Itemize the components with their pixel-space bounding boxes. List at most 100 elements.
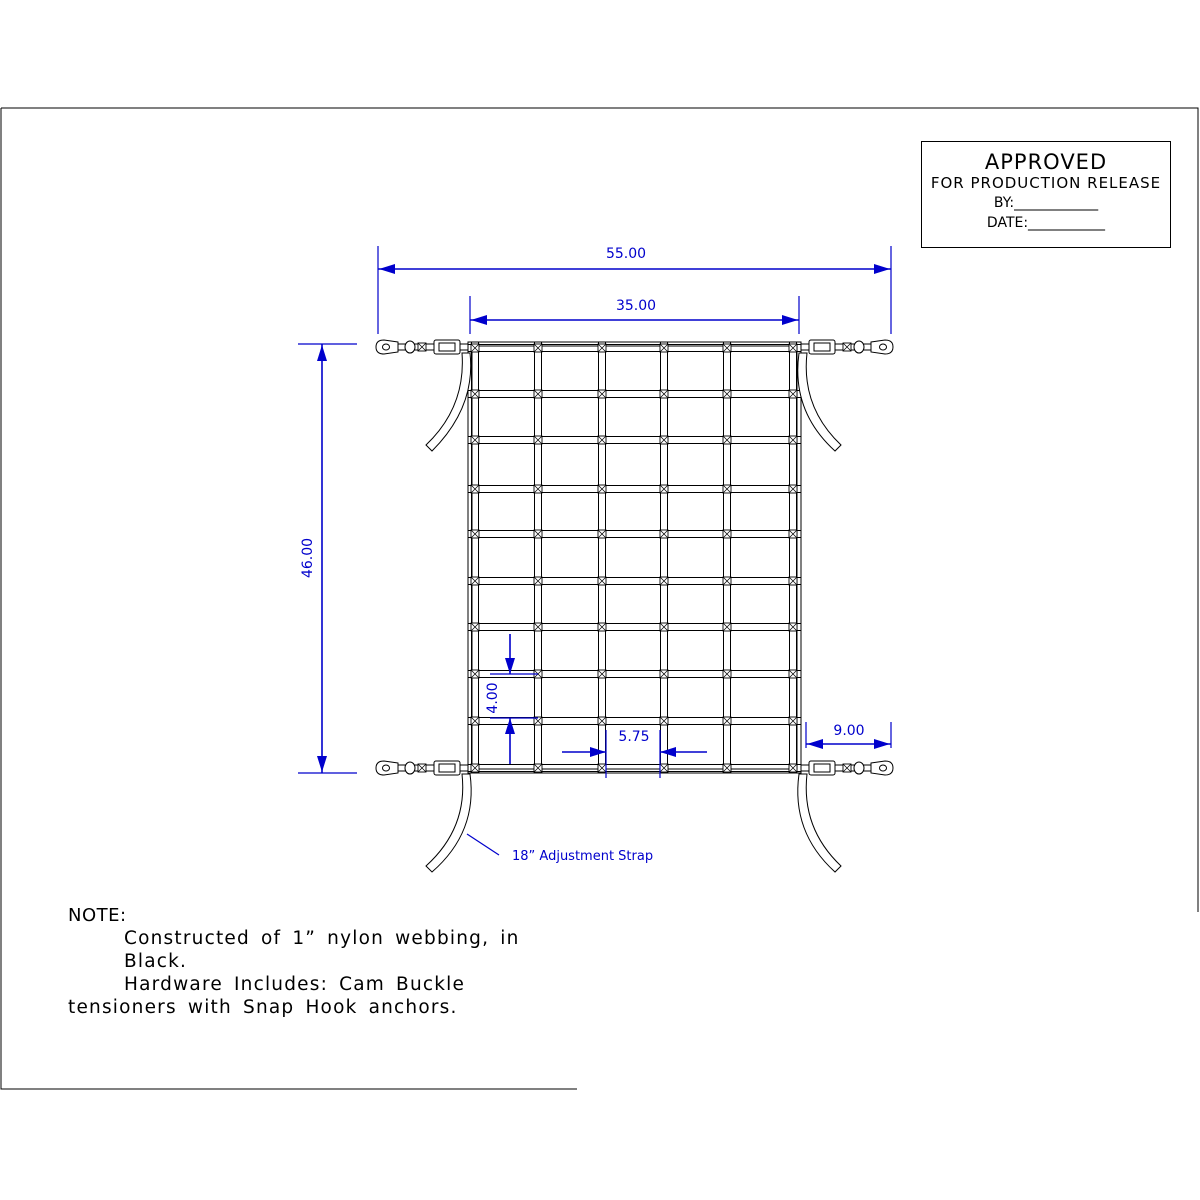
adjustment-strap (797, 352, 842, 452)
node-cross (533, 435, 543, 445)
bar-tack-node (533, 389, 543, 399)
node-cross (597, 669, 607, 679)
cam-buckle-lever (438, 763, 456, 773)
approval-date-line: DATE:___________ (986, 215, 1106, 231)
swivel-eye (853, 340, 865, 354)
node-cross (722, 343, 732, 353)
bar-tack-node (659, 529, 669, 539)
net-inner-border (471, 345, 798, 770)
bar-tack-node (788, 343, 798, 353)
node-cross (659, 484, 669, 494)
node-cross (470, 716, 480, 726)
bar-tack-node (659, 484, 669, 494)
dim-arrowhead (874, 739, 890, 749)
dim-arrowhead (505, 658, 515, 674)
node-cross (788, 669, 798, 679)
dim-arrowhead (807, 739, 823, 749)
bar-tack-node (533, 484, 543, 494)
dim-strap-offset: 9.00 (833, 723, 864, 739)
bar-tack-node (722, 435, 732, 445)
node-cross (533, 484, 543, 494)
hardware-group (375, 339, 894, 873)
dim-net-width: 35.00 (616, 298, 656, 314)
approval-title: APPROVED (984, 150, 1108, 174)
snap-hook-gate (879, 343, 887, 351)
strap-leader-line (466, 833, 500, 856)
node-cross (659, 763, 669, 773)
sheet-frame (0, 107, 1199, 1090)
bar-tack-node (470, 622, 480, 632)
bar-tack-node (788, 389, 798, 399)
dim-arrowhead (660, 747, 676, 757)
node-cross (533, 343, 543, 353)
dim-arrowhead (590, 747, 606, 757)
node-cross (533, 763, 543, 773)
net-outer-border (467, 341, 802, 774)
node-cross (533, 529, 543, 539)
bar-tack-node (788, 669, 798, 679)
node-cross (470, 389, 480, 399)
bar-tack-node (597, 669, 607, 679)
bar-tack-node (470, 435, 480, 445)
bar-tack-node (470, 576, 480, 586)
bar-tack-node (722, 716, 732, 726)
dim-arrowhead (471, 315, 487, 325)
node-cross (597, 622, 607, 632)
node-cross (722, 389, 732, 399)
bar-tack-node (597, 716, 607, 726)
swivel-eye (853, 761, 865, 775)
bar-tack-node (597, 435, 607, 445)
bar-tack-node (597, 529, 607, 539)
snap-hook-gate (382, 343, 390, 351)
node-cross (722, 576, 732, 586)
bar-tack-node (722, 484, 732, 494)
adjustment-strap (797, 773, 842, 873)
node-cross (470, 343, 480, 353)
node-cross (659, 435, 669, 445)
bar-tack-node (533, 343, 543, 353)
node-cross (470, 622, 480, 632)
node-cross (533, 389, 543, 399)
node-cross (597, 343, 607, 353)
node-cross (659, 529, 669, 539)
node-cross (788, 343, 798, 353)
cam-buckle-lever (438, 342, 456, 352)
anchor-tack-cross (417, 342, 427, 352)
node-cross (470, 484, 480, 494)
bar-tack-node (597, 484, 607, 494)
bar-tack-node (597, 576, 607, 586)
node-cross (722, 622, 732, 632)
bar-tack-node (788, 763, 798, 773)
swivel-eye (404, 340, 416, 354)
notes-line-4: tensioners with Snap Hook anchors. (68, 997, 458, 1018)
bar-tack-node (659, 763, 669, 773)
bar-tack-node (722, 576, 732, 586)
bar-tack-node (597, 343, 607, 353)
notes-line-2: Black. (124, 951, 188, 972)
dim-arrowhead (874, 264, 890, 274)
node-cross (597, 435, 607, 445)
bar-tack-node (659, 716, 669, 726)
anchor-tack-cross (417, 763, 427, 773)
bar-tack-node (659, 576, 669, 586)
node-cross (722, 484, 732, 494)
node-cross (597, 716, 607, 726)
node-cross (659, 622, 669, 632)
node-cross (659, 576, 669, 586)
approval-by-line: BY:____________ (993, 195, 1099, 211)
snap-hook-gate (382, 764, 390, 772)
bar-tack-node (533, 529, 543, 539)
node-cross (470, 669, 480, 679)
bar-tack-node (722, 529, 732, 539)
node-cross (722, 763, 732, 773)
bar-tack-node (659, 622, 669, 632)
bar-tack-node (722, 669, 732, 679)
notes-block: NOTE: Constructed of 1” nylon webbing, i… (68, 904, 538, 1019)
bar-tack-node (659, 435, 669, 445)
notes-heading: NOTE: (68, 905, 127, 926)
bar-tack-node (659, 669, 669, 679)
net-grid (467, 341, 802, 774)
bar-tack-node (722, 343, 732, 353)
node-cross (788, 529, 798, 539)
node-cross (533, 622, 543, 632)
